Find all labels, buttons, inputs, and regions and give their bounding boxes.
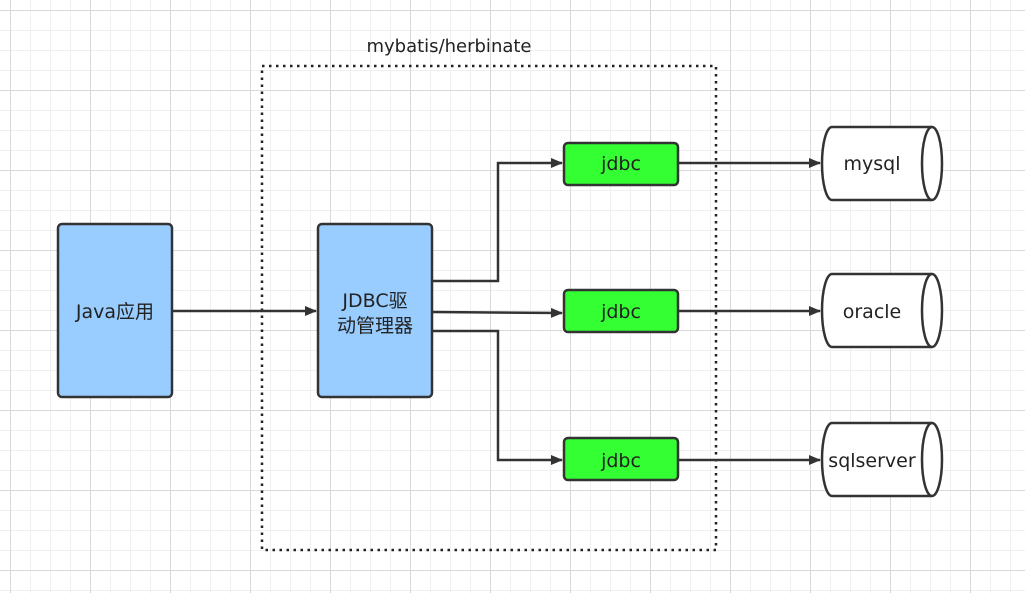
edge-driver-to-jdbc-top <box>432 158 563 283</box>
db-mysql-label: mysql <box>844 153 901 175</box>
node-jdbc-bottom: jdbc <box>562 436 680 482</box>
node-java-app: Java应用 <box>56 222 174 399</box>
node-java-app-label: Java应用 <box>75 301 154 323</box>
node-jdbc-middle-label: jdbc <box>600 301 641 323</box>
db-mysql: mysql <box>820 125 944 202</box>
node-jdbc-top-label: jdbc <box>600 153 641 175</box>
node-jdbc-bottom-label: jdbc <box>600 450 641 472</box>
db-sqlserver-label: sqlserver <box>828 450 916 472</box>
db-oracle: oracle <box>820 272 944 349</box>
db-sqlserver: sqlserver <box>820 421 944 498</box>
edge-driver-to-jdbc-middle <box>431 307 563 318</box>
node-driver-manager: JDBC驱 动管理器 <box>316 222 434 399</box>
edge-driver-to-jdbc-bottom <box>432 329 563 465</box>
node-driver-manager-label-line1: JDBC驱 <box>341 290 407 312</box>
framework-label: mybatis/herbinate <box>366 36 531 57</box>
node-driver-manager-label-line2: 动管理器 <box>337 315 413 337</box>
node-jdbc-middle: jdbc <box>562 288 680 334</box>
db-oracle-label: oracle <box>843 301 902 323</box>
node-jdbc-top: jdbc <box>562 141 680 187</box>
